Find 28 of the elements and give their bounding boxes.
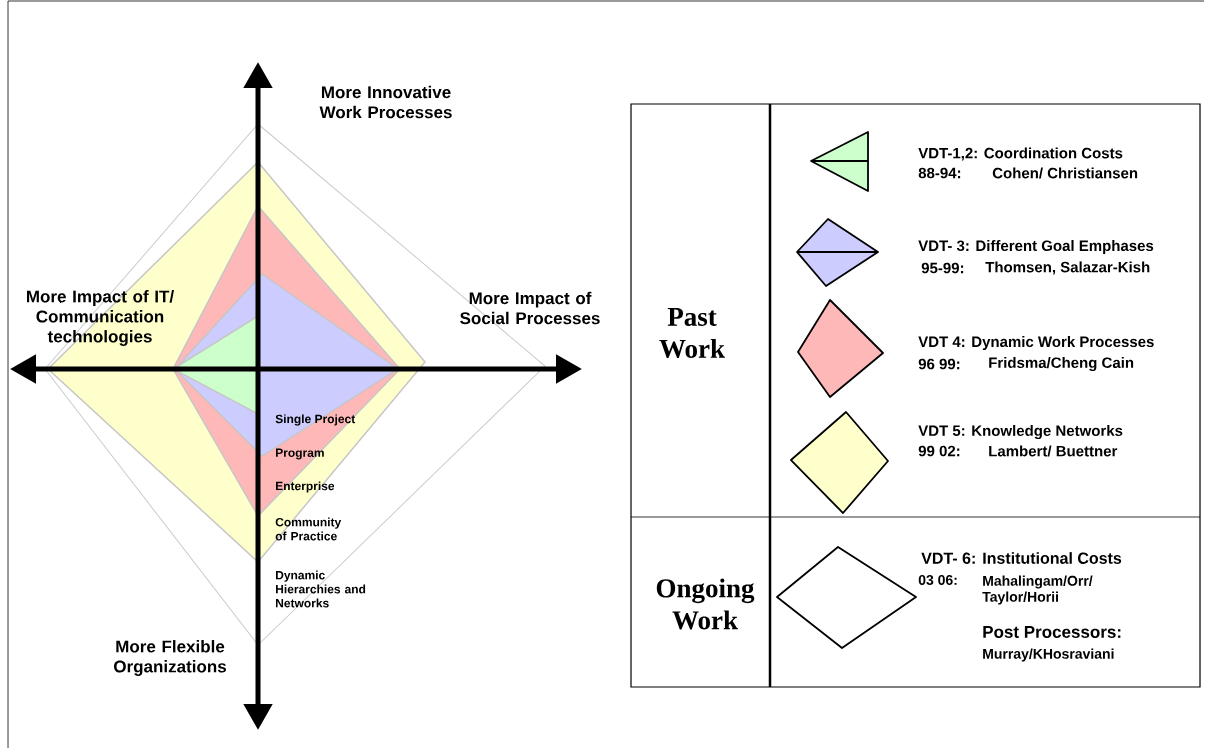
author-names: Lambert/ Buettner: [989, 445, 1118, 457]
level-label: Dynamic Hierarchies and Networks: [276, 570, 366, 608]
row-header: Past Work: [659, 307, 725, 359]
note-heading: Post Processors:: [983, 626, 1121, 638]
legend-text: VDT 4: Dynamic Work Processes: [918, 336, 1154, 350]
axis-label: More Innovative Work Processes: [319, 85, 452, 119]
author-names: Thomsen, Salazar-Kish: [985, 261, 1150, 275]
row-header: Ongoing Work: [656, 578, 755, 630]
legend-text: VDT-1,2: Coordination Costs: [918, 147, 1123, 161]
author-names: Murray/KHosraviani: [983, 648, 1114, 662]
axis-label: More Flexible Organizations: [114, 640, 226, 676]
legend-text: VDT 5: Knowledge Networks: [918, 425, 1123, 440]
level-label: Single Project: [275, 414, 356, 426]
axis-label: More Impact of IT/ Communication technologies: [27, 290, 174, 346]
legend-text: VDT- 6: Institutional Costs: [921, 552, 1122, 564]
year-range: 03 06:: [918, 575, 957, 585]
year-range: 96 99:: [918, 358, 960, 370]
legend-text: VDT- 3: Different Goal Emphases: [918, 240, 1154, 254]
year-range: 99 02:: [918, 445, 960, 457]
axis-label: More Impact of Social Processes: [460, 291, 600, 325]
author-names: Cohen/ Christiansen: [992, 167, 1138, 179]
year-range: 95-99:: [921, 262, 964, 274]
author-names: Mahalingam/Orr/ Taylor/Horii: [982, 575, 1093, 605]
year-range: 88-94:: [918, 167, 961, 179]
level-label: Program: [276, 448, 324, 460]
level-label: Community of Practice: [275, 517, 342, 541]
level-label: Enterprise: [276, 481, 335, 493]
author-names: Fridsma/Cheng Cain: [989, 357, 1134, 372]
